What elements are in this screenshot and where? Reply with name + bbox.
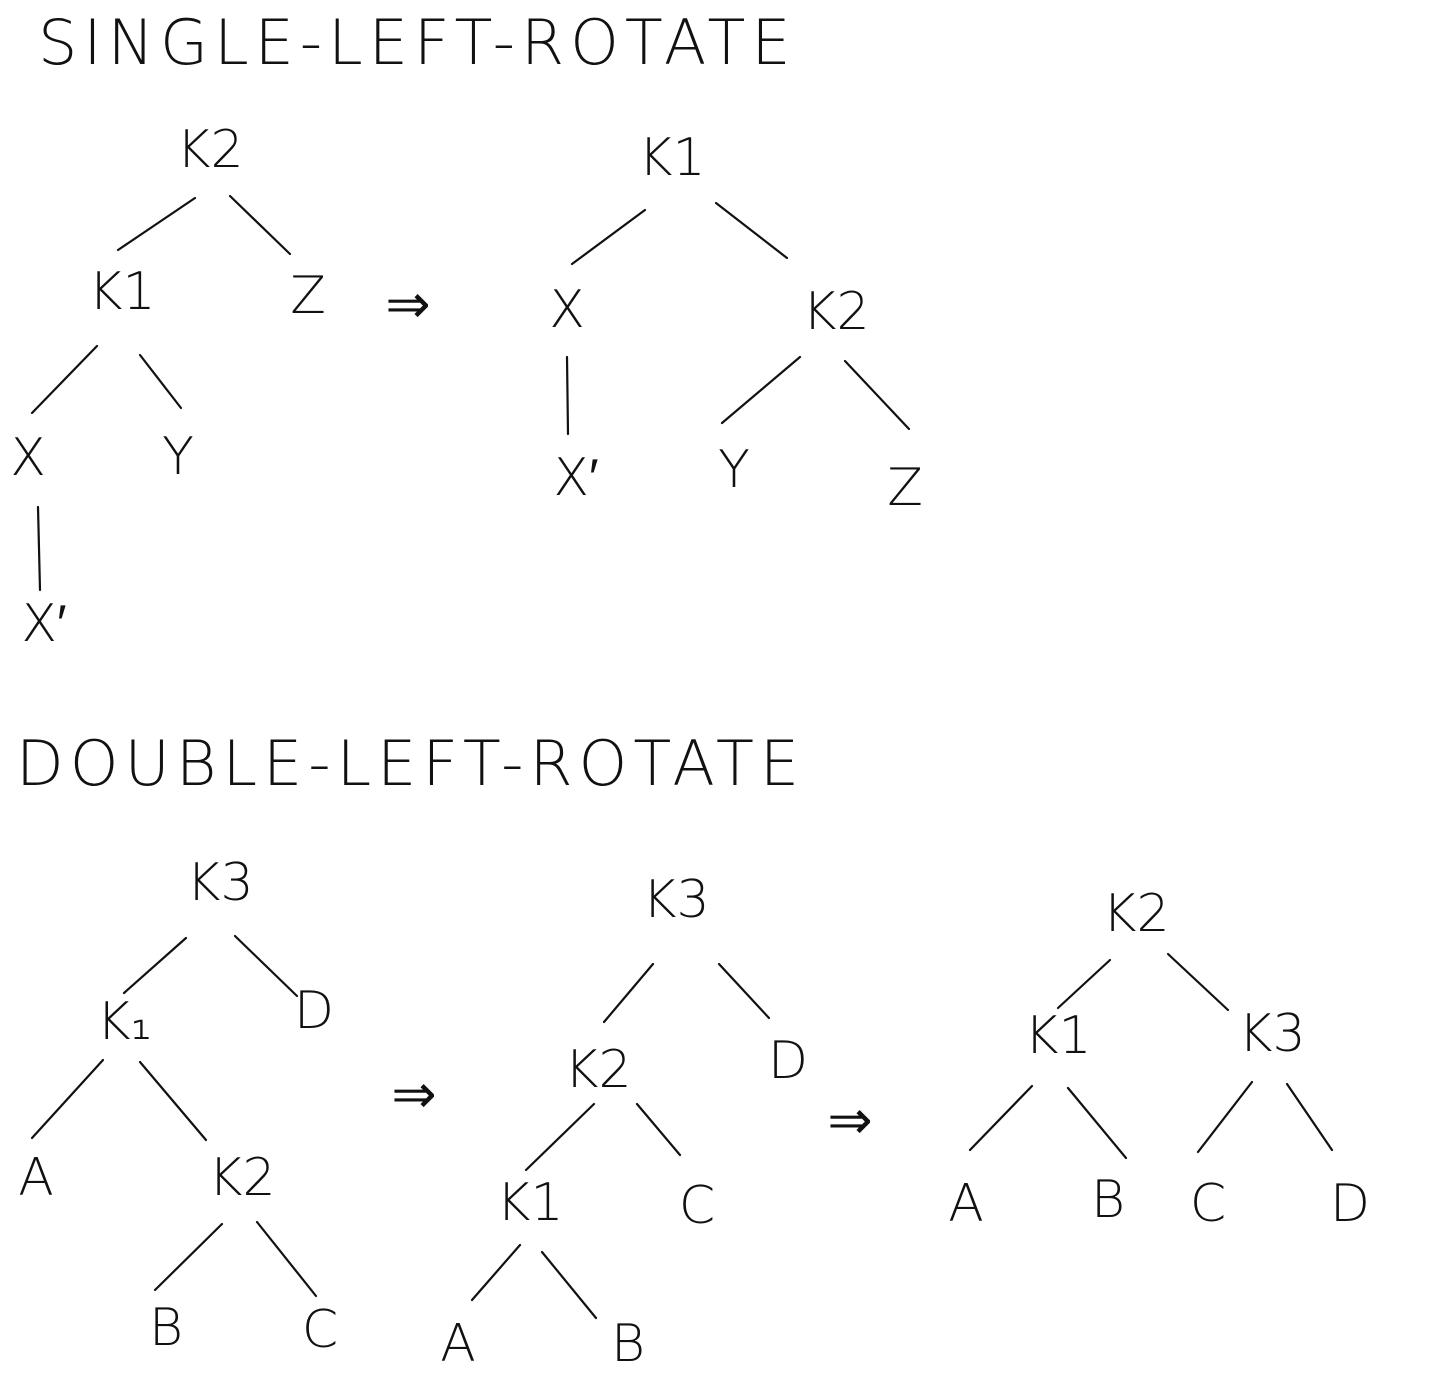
edge-x-xprime bbox=[565, 355, 570, 436]
edge-k2-y bbox=[720, 355, 802, 425]
edge-k2-z bbox=[228, 194, 292, 256]
single-after-tree: K1 X K2 X′ Y Z bbox=[549, 128, 923, 518]
edge-k2-b bbox=[153, 1222, 224, 1292]
node-d: D bbox=[768, 1031, 808, 1091]
node-z: Z bbox=[290, 266, 326, 326]
node-b: B bbox=[1091, 1170, 1125, 1230]
transform-arrow: ⇒ bbox=[391, 1063, 436, 1126]
edge-x-xprime bbox=[36, 505, 42, 592]
edge-k1-k2 bbox=[714, 201, 789, 260]
edge-k3-c bbox=[1196, 1080, 1254, 1154]
edge-k2-z bbox=[843, 359, 911, 431]
node-a: A bbox=[948, 1174, 984, 1234]
node-d: D bbox=[294, 981, 334, 1041]
node-x: X bbox=[549, 280, 585, 340]
node-k2: K2 bbox=[1102, 884, 1169, 944]
node-x-prime: X′ bbox=[21, 594, 66, 654]
node-z: Z bbox=[887, 458, 923, 518]
node-k3: K3 bbox=[642, 870, 709, 930]
edge-k1-x bbox=[570, 208, 647, 266]
node-a: A bbox=[18, 1148, 54, 1208]
edge-k1-b bbox=[540, 1250, 598, 1320]
edge-k1-a bbox=[470, 1243, 522, 1302]
node-k2: K2 bbox=[564, 1040, 631, 1100]
node-d: D bbox=[1330, 1174, 1370, 1234]
node-k2: K2 bbox=[802, 282, 869, 342]
edge-k3-k1 bbox=[122, 936, 188, 995]
edge-k2-k3 bbox=[1166, 952, 1230, 1012]
node-c: C bbox=[302, 1300, 338, 1360]
edge-k3-d bbox=[233, 934, 299, 998]
node-k1: K1 bbox=[496, 1173, 563, 1233]
edge-k1-a bbox=[30, 1058, 105, 1140]
node-a: A bbox=[440, 1314, 476, 1374]
node-x-prime: X′ bbox=[553, 448, 598, 508]
double-step3-tree: K2 K1 K3 A B C D bbox=[948, 884, 1370, 1234]
edge-k2-k1 bbox=[116, 196, 197, 252]
edge-k3-d bbox=[717, 962, 771, 1020]
transform-arrow: ⇒ bbox=[385, 273, 430, 336]
edge-k1-x bbox=[30, 344, 99, 415]
node-y: Y bbox=[162, 427, 194, 487]
node-k2: K2 bbox=[176, 120, 243, 180]
node-c: C bbox=[1190, 1174, 1226, 1234]
node-x: X bbox=[10, 428, 46, 488]
node-k1: K1 bbox=[638, 128, 705, 188]
edge-k2-c bbox=[255, 1220, 318, 1298]
node-y: Y bbox=[718, 440, 750, 500]
node-b: B bbox=[149, 1298, 183, 1358]
edge-k2-k1 bbox=[524, 1102, 596, 1172]
node-b: B bbox=[611, 1314, 645, 1374]
edge-k1-k2 bbox=[138, 1060, 208, 1142]
single-before-tree: K2 K1 Z X Y X′ bbox=[10, 120, 326, 654]
double-left-rotate-title: DOUBLE-LEFT-ROTATE bbox=[16, 727, 805, 800]
double-step2-tree: K3 D K2 K1 C A B bbox=[440, 870, 808, 1374]
edge-k1-a bbox=[968, 1084, 1034, 1152]
node-k1: K1 bbox=[88, 262, 155, 322]
single-left-rotate-title: SINGLE-LEFT-ROTATE bbox=[38, 6, 797, 79]
edge-k2-c bbox=[635, 1102, 682, 1157]
node-k1: K₁ bbox=[97, 992, 152, 1052]
edge-k1-b bbox=[1066, 1086, 1128, 1160]
edge-k3-d bbox=[1285, 1082, 1334, 1152]
edge-k2-k1 bbox=[1056, 958, 1112, 1010]
edge-k3-k2 bbox=[602, 962, 655, 1024]
node-k2: K2 bbox=[208, 1148, 275, 1208]
double-step1-tree: K3 D K₁ A K2 B C bbox=[18, 853, 338, 1360]
transform-arrow: ⇒ bbox=[827, 1089, 872, 1152]
node-k3: K3 bbox=[1238, 1004, 1305, 1064]
edge-k1-y bbox=[138, 353, 183, 410]
node-k3: K3 bbox=[186, 853, 253, 913]
node-c: C bbox=[679, 1176, 715, 1236]
node-k1: K1 bbox=[1024, 1006, 1091, 1066]
